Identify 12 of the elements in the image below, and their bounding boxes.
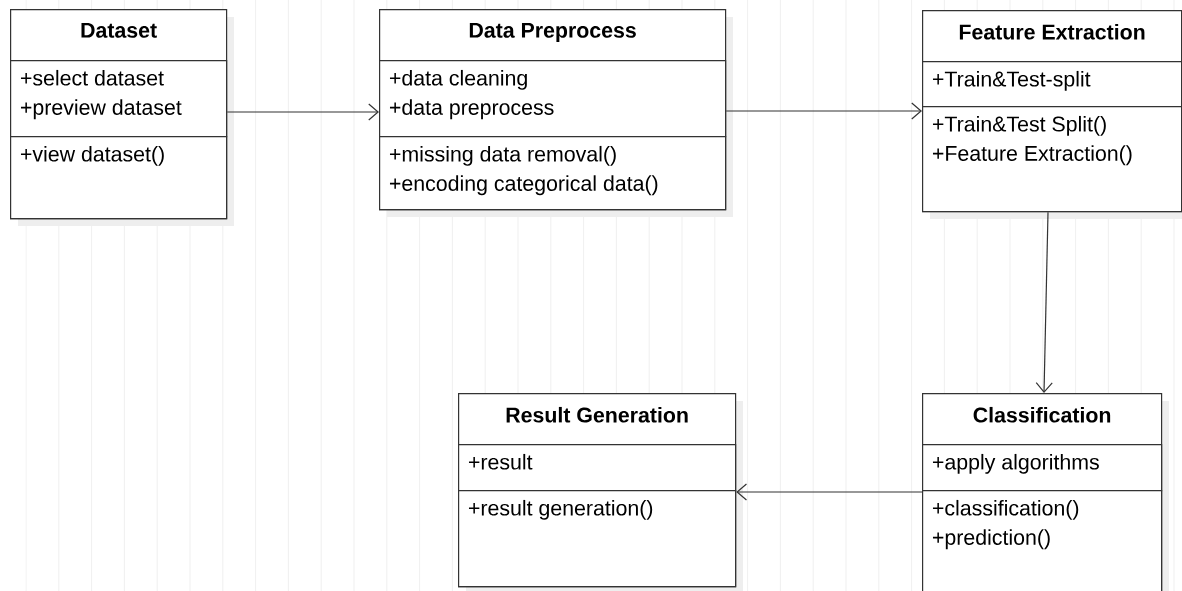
node-label: +Train&Test-split [932,70,1091,91]
arrow [226,103,379,121]
member-compartment: +missing data removal() +encoding categorical data() [379,136,727,211]
arrow [1035,211,1053,393]
member-compartment: +result [458,444,737,492]
member-compartment: +Train&Test-split [922,61,1182,108]
member-compartment: +apply algorithms [922,444,1163,492]
arrow [736,483,923,501]
member-compartment: +view dataset() [10,136,228,220]
member-compartment: +select dataset +preview dataset [10,60,228,138]
member-compartment: +data cleaning +data preprocess [379,60,727,138]
arrow [725,102,922,120]
